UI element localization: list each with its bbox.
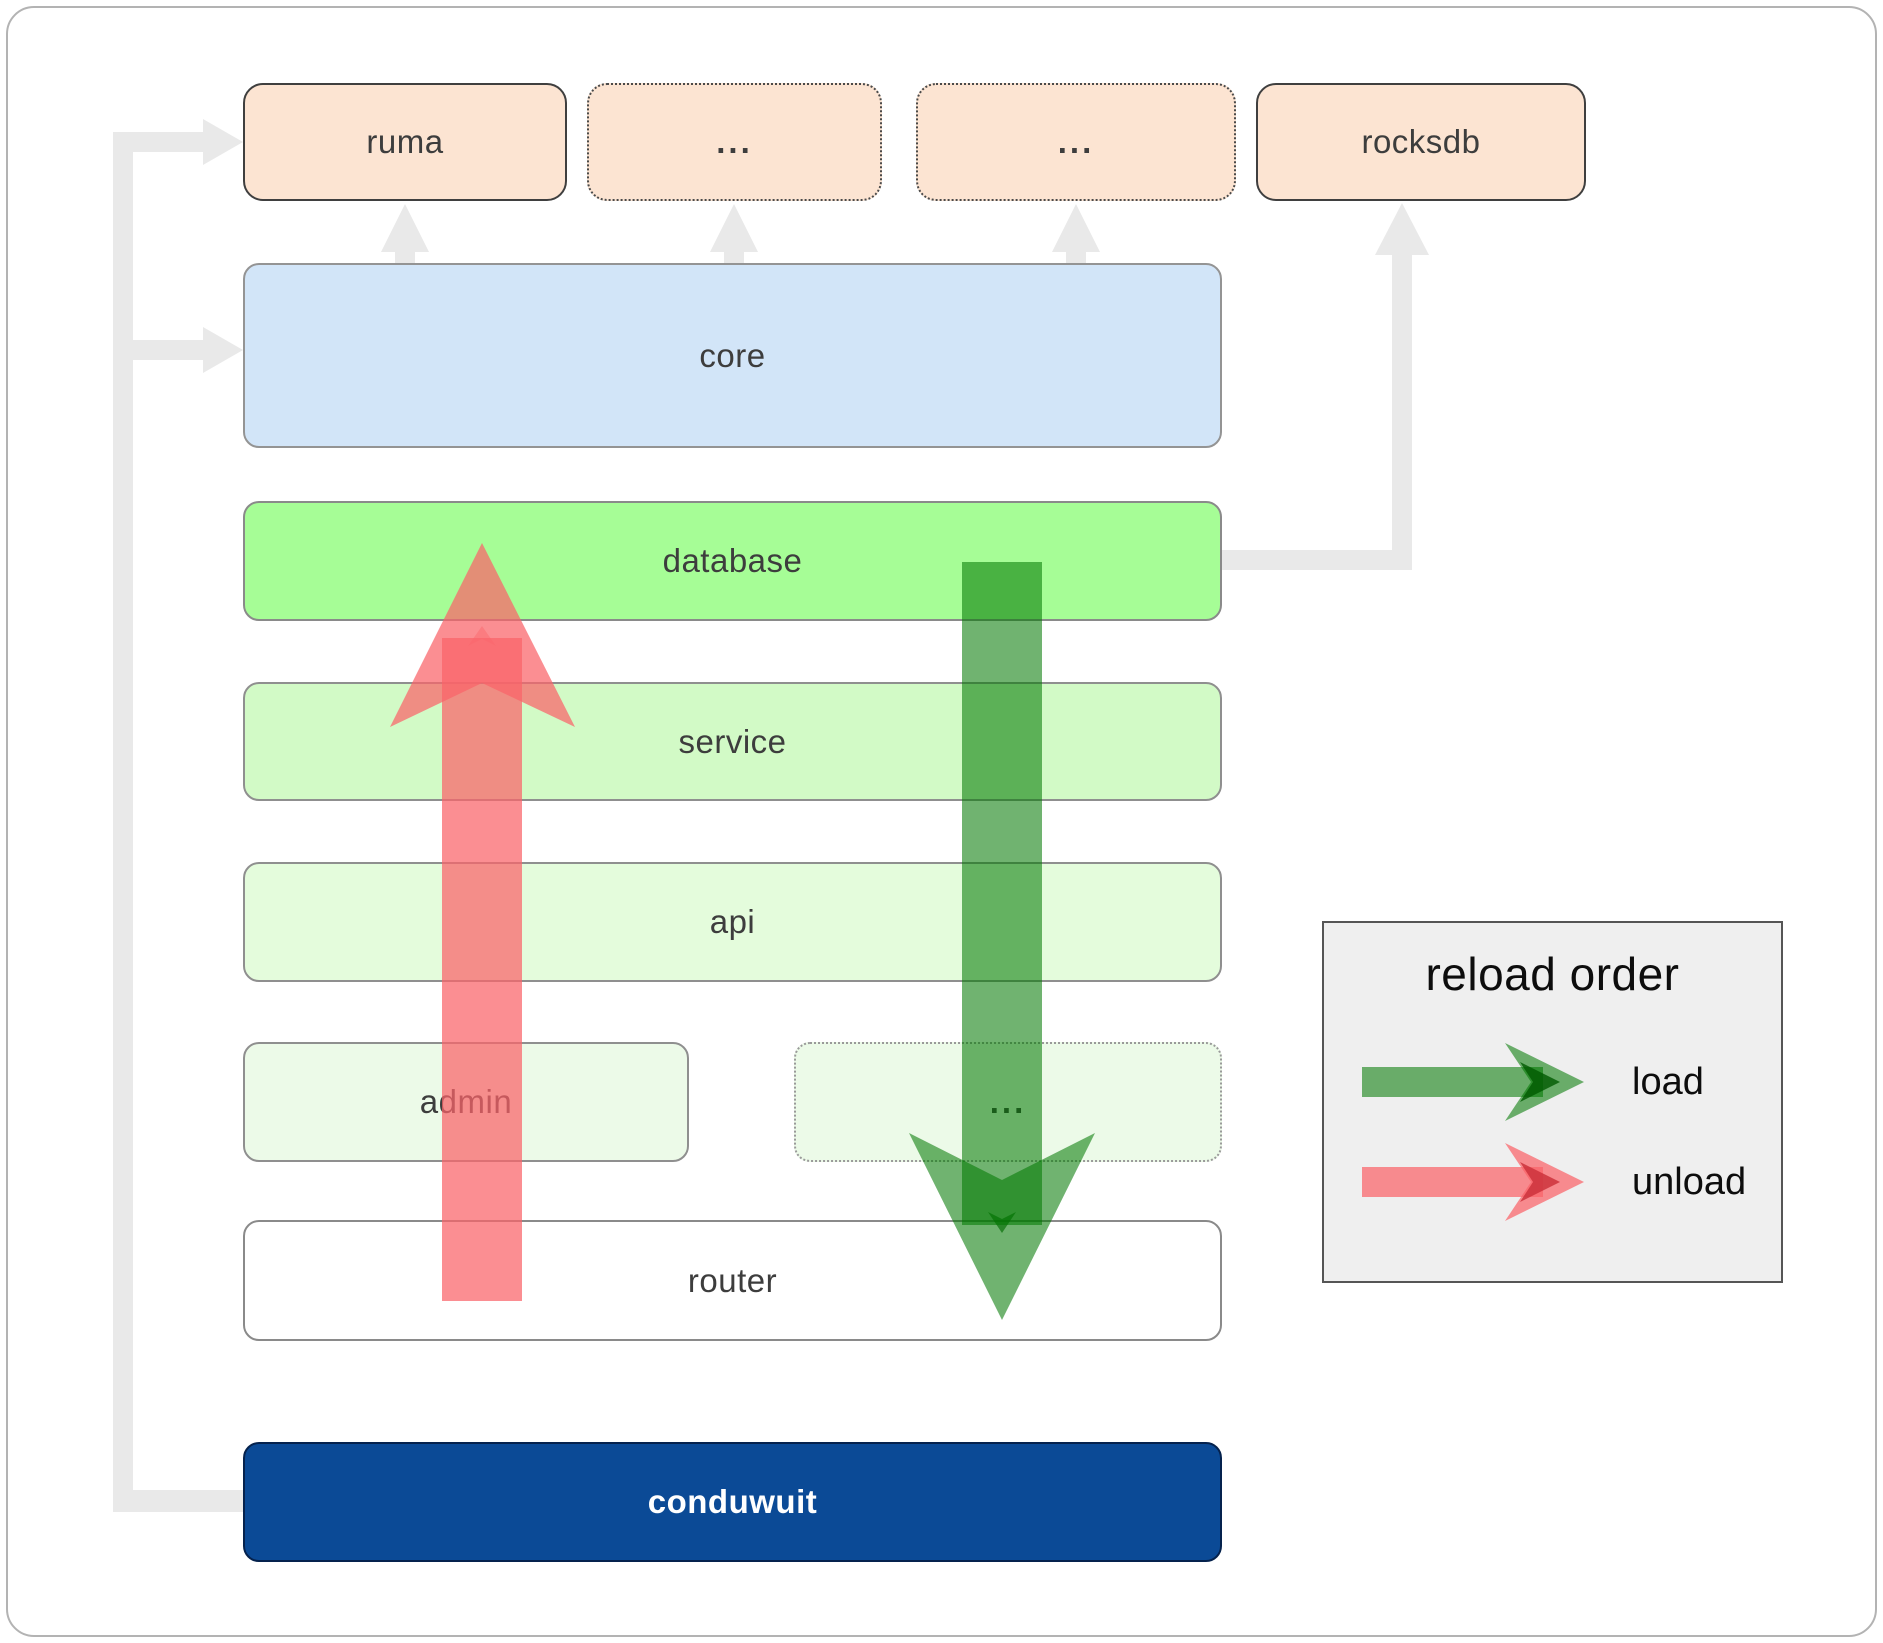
arrowhead-core-to-ruma-icon (381, 204, 429, 252)
legend-load-arrow-icon (1362, 1043, 1584, 1121)
connector-core-ellipsis1-shaft (724, 250, 744, 264)
node-conduwuit: conduwuit (243, 1442, 1222, 1562)
node-external-ellipsis-2: ... (916, 83, 1236, 201)
connector-core-ellipsis2-shaft (1066, 250, 1086, 264)
arrowhead-core-to-ellipsis2-icon (1052, 204, 1100, 252)
node-router-label: router (687, 1261, 778, 1299)
arrowhead-into-ruma-icon (203, 119, 243, 165)
node-service-label: service (678, 722, 787, 760)
legend-unload-label: unload (1632, 1160, 1747, 1203)
node-external-ellipsis-1: ... (587, 83, 882, 201)
node-api-label: api (709, 903, 756, 940)
node-rocksdb-label: rocksdb (1361, 123, 1481, 160)
load-arrow-head-icon (909, 1133, 1095, 1320)
node-external-ellipsis-1-label: ... (716, 123, 753, 160)
legend-unload-arrow-icon (1362, 1143, 1584, 1221)
legend-item-unload: unload (1362, 1141, 1746, 1223)
page-border (6, 6, 1877, 1637)
node-ruma-label: ruma (366, 123, 444, 160)
connector-left-trunk (113, 132, 133, 1512)
node-database: database (243, 501, 1222, 621)
connector-conduwuit-elbow (113, 1490, 243, 1512)
connector-core-ruma-shaft (395, 250, 415, 264)
unload-arrow-head-icon (390, 543, 575, 727)
arrowhead-into-rocksdb-icon (1375, 203, 1429, 255)
legend-title: reload order (1425, 948, 1680, 1000)
legend-load-label: load (1632, 1060, 1704, 1103)
node-conduwuit-label: conduwuit (647, 1483, 818, 1520)
arrowhead-core-to-ellipsis1-icon (710, 204, 758, 252)
node-ruma: ruma (243, 83, 567, 201)
connector-database-rocksdb-horizontal (1222, 550, 1412, 570)
node-core-label: core (699, 336, 766, 374)
node-router: router (243, 1220, 1222, 1341)
unload-arrow-shaft (442, 638, 522, 1301)
legend-box: reload order load unload (1322, 921, 1783, 1283)
connector-ruma-shaft (127, 132, 203, 152)
node-core: core (243, 263, 1222, 448)
connector-database-rocksdb-vertical (1392, 255, 1412, 570)
arrowhead-into-core-icon (203, 327, 243, 373)
node-external-ellipsis-2-label: ... (1057, 123, 1095, 160)
load-arrow-shaft (962, 562, 1042, 1225)
legend-item-load: load (1362, 1041, 1704, 1123)
node-api: api (243, 862, 1222, 982)
node-rocksdb: rocksdb (1256, 83, 1586, 201)
node-database-label: database (662, 542, 803, 579)
connector-core-shaft (127, 340, 203, 360)
